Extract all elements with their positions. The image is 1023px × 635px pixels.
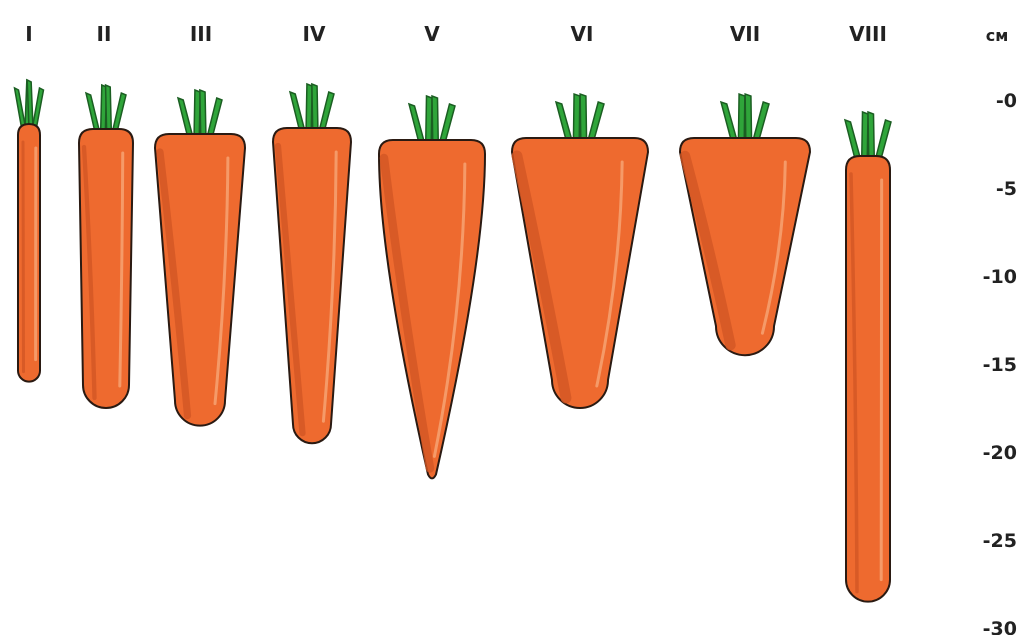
type-label: IV bbox=[303, 22, 326, 46]
carrot-leaves bbox=[556, 94, 604, 140]
type-label: VIII bbox=[849, 22, 887, 46]
type-label: VII bbox=[730, 22, 760, 46]
carrot-leaves bbox=[845, 112, 891, 158]
scale-tick-label: -30 bbox=[983, 618, 1017, 635]
leaf bbox=[113, 93, 126, 131]
leaf bbox=[432, 96, 438, 142]
leaf bbox=[738, 94, 744, 140]
leaf bbox=[15, 88, 26, 126]
depth-scale: см -0 -5 -10 -15 -20 -25 -30 bbox=[983, 26, 1017, 635]
carrot-4 bbox=[273, 84, 351, 443]
unit-label: см bbox=[986, 26, 1009, 45]
carrot-root bbox=[680, 138, 810, 355]
type-label: II bbox=[97, 22, 112, 46]
carrot-1 bbox=[15, 80, 44, 382]
leaf bbox=[745, 94, 751, 140]
carrot-2 bbox=[79, 85, 133, 408]
carrot-8 bbox=[845, 112, 891, 602]
leaf bbox=[868, 112, 874, 158]
leaf bbox=[556, 102, 572, 140]
leaf bbox=[426, 96, 432, 142]
scale-tick-label: -5 bbox=[996, 178, 1017, 200]
carrot-3 bbox=[155, 90, 245, 426]
carrot-leaves bbox=[290, 84, 334, 130]
leaf bbox=[588, 102, 604, 140]
leaf bbox=[573, 94, 579, 140]
leaf bbox=[876, 120, 891, 158]
carrot-shading bbox=[23, 142, 24, 372]
type-label: I bbox=[25, 22, 32, 46]
type-label: V bbox=[424, 22, 440, 46]
scale-tick-label: -20 bbox=[983, 442, 1017, 464]
leaf bbox=[27, 80, 33, 126]
carrot-leaves bbox=[721, 94, 769, 140]
carrot-leaves bbox=[409, 96, 455, 142]
carrot-leaves bbox=[178, 90, 222, 136]
leaf bbox=[440, 104, 455, 142]
type-label: III bbox=[190, 22, 212, 46]
scale-tick-label: -10 bbox=[983, 266, 1017, 288]
carrot-leaves bbox=[15, 80, 44, 126]
leaf bbox=[207, 98, 222, 136]
leaf bbox=[845, 120, 860, 158]
scale-tick-label: -25 bbox=[983, 530, 1017, 552]
carrot-7 bbox=[680, 94, 810, 355]
leaf bbox=[580, 94, 586, 140]
carrot-6 bbox=[512, 94, 648, 408]
type-label: VI bbox=[571, 22, 594, 46]
leaf bbox=[178, 98, 193, 136]
carrot-root bbox=[379, 140, 485, 478]
scale-tick-label: -15 bbox=[983, 354, 1017, 376]
leaf bbox=[33, 88, 44, 126]
leaf bbox=[409, 104, 424, 142]
carrot-root bbox=[273, 128, 351, 443]
leaf bbox=[290, 92, 305, 130]
leaf bbox=[721, 102, 737, 140]
carrot-5 bbox=[379, 96, 485, 478]
carrots-group bbox=[15, 80, 891, 602]
leaf bbox=[319, 92, 334, 130]
carrot-root bbox=[155, 134, 245, 426]
carrot-leaves bbox=[86, 85, 126, 131]
leaf bbox=[86, 93, 99, 131]
leaf bbox=[312, 84, 318, 130]
leaf bbox=[106, 85, 112, 131]
leaf bbox=[753, 102, 769, 140]
scale-tick-label: -0 bbox=[996, 90, 1017, 112]
carrot-root bbox=[512, 138, 648, 408]
leaf bbox=[200, 90, 206, 136]
leaf bbox=[862, 112, 868, 158]
